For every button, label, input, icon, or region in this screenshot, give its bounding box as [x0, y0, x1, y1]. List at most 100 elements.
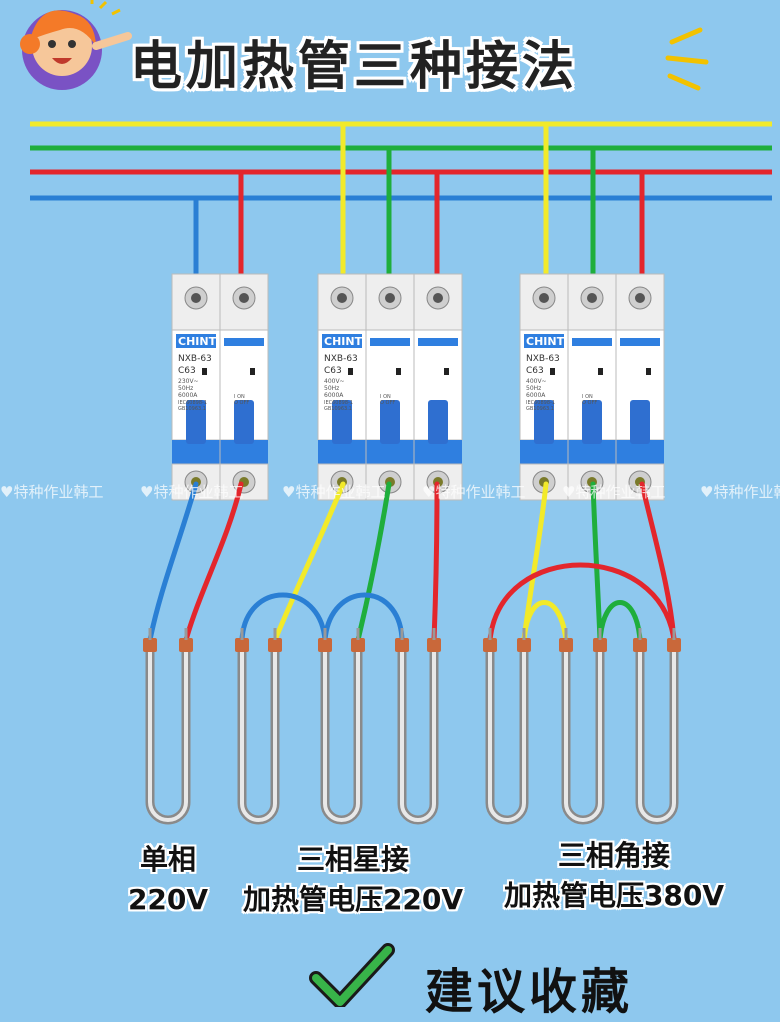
- breaker-model: NXB-63: [324, 354, 358, 364]
- breaker-voltage: 400V~: [526, 378, 547, 385]
- tube-body: [320, 650, 363, 825]
- terminal-screw-center: [337, 293, 347, 303]
- on-label: I ON: [234, 394, 245, 400]
- watermark: ♥特种作业韩工 ♥特种作业韩工 ♥特种作业韩工 ♥特种作业韩工 ♥特种作业韩工 …: [0, 483, 780, 501]
- indicator-window: [444, 368, 449, 375]
- watermark-text: ♥特种作业韩工: [0, 483, 103, 501]
- heating-tube-star-2: [318, 628, 365, 825]
- check-icon: [309, 943, 395, 1009]
- watermark-text: ♥特种作业韩工: [140, 483, 243, 501]
- watermark-text: ♥特种作业韩工: [700, 483, 780, 501]
- tube-highlight: [638, 650, 676, 822]
- tube-terminal: [667, 638, 681, 652]
- breaker-voltage: 230V~: [178, 378, 199, 385]
- indicator-window: [250, 368, 255, 375]
- bookmark-hint: 建议收藏: [425, 964, 634, 1020]
- indicator-window: [348, 368, 353, 375]
- delta-connection-title: 三相角接: [557, 839, 670, 872]
- tube-body: [485, 650, 529, 825]
- tube-body: [397, 650, 439, 825]
- heating-tube-star-1: [235, 628, 282, 825]
- off-label: O OFF: [380, 400, 395, 406]
- indicator-window: [646, 368, 651, 375]
- terminal-screw-center: [191, 293, 201, 303]
- toggle-lever: [582, 400, 602, 444]
- heating-tube-delta-2: [559, 628, 607, 825]
- breaker-frequency: 50Hz: [178, 385, 193, 392]
- tube-terminal: [395, 638, 409, 652]
- breaker-standard: GB10963.1: [178, 406, 206, 412]
- brand-strip: [176, 334, 216, 348]
- tube-highlight: [323, 650, 360, 822]
- breaker-capacity: 6000A: [178, 392, 198, 399]
- breaker-star: CHINTNXB-63C63400V~50Hz6000AIEC60898-1GB…: [317, 273, 463, 501]
- tube-terminal: [143, 638, 157, 652]
- toggle-lever: [380, 400, 400, 444]
- tube-terminal: [483, 638, 497, 652]
- breaker-standard: GB10963.1: [526, 406, 554, 412]
- breaker-capacity: 6000A: [526, 392, 546, 399]
- on-label: I ON: [582, 394, 593, 400]
- sparkle-icon: [665, 27, 709, 91]
- pole-strip: [224, 338, 264, 346]
- tube-terminal: [268, 638, 282, 652]
- heating-tube-delta-1: [483, 628, 531, 825]
- breaker-standard: IEC60898-1: [526, 400, 555, 406]
- tube-body: [561, 650, 605, 825]
- terminal-screw-center: [635, 293, 645, 303]
- breaker-single-phase: CHINTNXB-63C63230V~50Hz6000AIEC60898-1GB…: [171, 273, 269, 501]
- load-wires: [147, 481, 677, 643]
- indicator-window: [202, 368, 207, 375]
- toggle-lever: [332, 400, 352, 444]
- pole-strip: [370, 338, 410, 346]
- tube-terminal: [351, 638, 365, 652]
- brand-logo: CHINT: [526, 335, 565, 348]
- toggle-lever: [428, 400, 448, 444]
- toggle-lever: [630, 400, 650, 444]
- terminal-screw-center: [433, 293, 443, 303]
- watermark-text: ♥特种作业韩工: [282, 483, 385, 501]
- tube-body: [145, 650, 191, 825]
- breaker-standard: IEC60898-1: [324, 400, 353, 406]
- heating-tube-single: [143, 628, 193, 825]
- terminal-screw-center: [385, 293, 395, 303]
- tube-terminal: [427, 638, 441, 652]
- single-phase-voltage: 220V: [127, 883, 209, 916]
- brand-logo: CHINT: [178, 335, 217, 348]
- tube-highlight: [564, 650, 602, 822]
- breaker-model: NXB-63: [178, 354, 212, 364]
- star-connection-label: 三相星接 加热管电压220V: [228, 840, 478, 920]
- indicator-window: [598, 368, 603, 375]
- off-label: O OFF: [582, 400, 597, 406]
- pole-strip: [418, 338, 458, 346]
- breaker-frequency: 50Hz: [526, 385, 541, 392]
- breaker-standard: GB10963.1: [324, 406, 352, 412]
- breaker-rating: C63: [526, 366, 544, 376]
- star-connection-voltage: 加热管电压220V: [242, 883, 464, 916]
- heating-tube-star-3: [395, 628, 441, 825]
- tube-terminal: [179, 638, 193, 652]
- indicator-window: [396, 368, 401, 375]
- tube-body: [237, 650, 280, 825]
- tube-terminal: [235, 638, 249, 652]
- toggle-lever: [186, 400, 206, 444]
- breaker-rating: C63: [324, 366, 342, 376]
- breaker-standard: IEC60898-1: [178, 400, 207, 406]
- off-label: O OFF: [234, 400, 249, 406]
- tube-terminal: [633, 638, 647, 652]
- tube-highlight: [240, 650, 277, 822]
- brand-strip: [524, 334, 564, 348]
- delta-connection-voltage: 加热管电压380V: [503, 879, 725, 912]
- mascot-icon: [20, 0, 132, 90]
- terminal-screw-center: [587, 293, 597, 303]
- single-phase-label: 单相 220V: [118, 840, 218, 920]
- tube-terminal: [559, 638, 573, 652]
- breaker-frequency: 50Hz: [324, 385, 339, 392]
- pole-strip: [620, 338, 660, 346]
- single-phase-title: 单相: [139, 843, 196, 876]
- watermark-text: ♥特种作业韩工: [562, 483, 665, 501]
- indicator-window: [550, 368, 555, 375]
- brand-logo: CHINT: [324, 335, 363, 348]
